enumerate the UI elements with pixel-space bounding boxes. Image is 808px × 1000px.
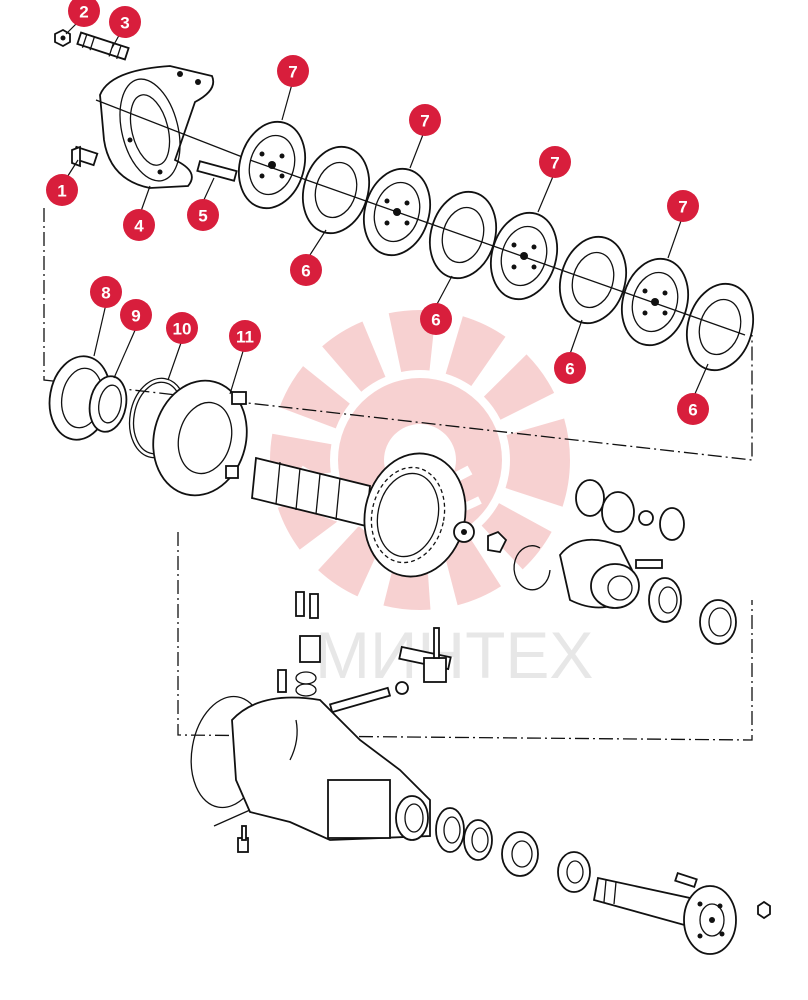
push-rod (328, 681, 409, 714)
lever-bracket (398, 627, 452, 683)
callout-1: 1 (46, 174, 78, 206)
small-gear (487, 530, 508, 553)
mount-bolts (295, 591, 321, 663)
callout-7c-label: 7 (550, 154, 559, 173)
thrust-washer (453, 521, 475, 543)
frame-lower (177, 532, 753, 741)
wheel-stud (674, 871, 698, 889)
callout-6c-label: 6 (565, 360, 574, 379)
retainer-part-9 (88, 375, 128, 433)
brake-housing-part-4 (95, 65, 251, 189)
callout-6b: 6 (420, 303, 452, 335)
planet-carrier (559, 538, 663, 609)
taper-bearing-1 (435, 807, 465, 853)
callout-11: 11 (229, 320, 261, 352)
bearing-race (501, 831, 539, 877)
callout-5-label: 5 (198, 207, 207, 226)
callout-7b-label: 7 (420, 112, 429, 131)
snap-ring (513, 545, 551, 591)
callout-7b: 7 (409, 104, 441, 136)
callout-11-label: 11 (236, 328, 254, 347)
wheel-nut (757, 900, 771, 920)
callout-6d: 6 (677, 393, 709, 425)
callout-7a: 7 (277, 55, 309, 87)
oil-seal-upper (699, 599, 737, 645)
callout-8: 8 (90, 276, 122, 308)
axle-shaft (592, 876, 737, 955)
frame-upper (43, 208, 753, 461)
callout-10: 10 (166, 312, 198, 344)
watermark-gear (270, 310, 570, 610)
callout-6d-label: 6 (688, 401, 697, 420)
callout-10-label: 10 (173, 320, 192, 339)
callout-6c: 6 (554, 352, 586, 384)
friction-disc-3 (490, 211, 558, 301)
callout-6a-label: 6 (301, 262, 310, 281)
callout-1-label: 1 (57, 182, 66, 201)
callout-4: 4 (123, 209, 155, 241)
callout-6b-label: 6 (431, 311, 440, 330)
callout-9: 9 (120, 299, 152, 331)
stud-part-3 (76, 31, 130, 61)
friction-disc-1 (238, 120, 306, 210)
pin-part-5 (196, 160, 238, 182)
separator-plate-4 (686, 282, 754, 372)
callout-7a-label: 7 (288, 63, 297, 82)
callout-6a: 6 (290, 254, 322, 286)
bolt-part-1 (71, 145, 99, 168)
housing-bolt (237, 825, 249, 853)
callout-8-label: 8 (101, 284, 110, 303)
taper-bearing-2 (463, 819, 493, 861)
callout-2-label: 2 (79, 3, 88, 22)
planet-gear-set (575, 479, 685, 541)
callout-3: 3 (109, 6, 141, 38)
roller-bearing-upper (648, 577, 682, 623)
callout-5: 5 (187, 199, 219, 231)
piston-part-11 (152, 379, 248, 497)
oil-seal-lower (557, 851, 591, 893)
callout-7d: 7 (667, 190, 699, 222)
axle-housing (190, 695, 431, 841)
callout-7d-label: 7 (678, 198, 687, 217)
small-bolt-stack (277, 669, 317, 697)
callout-9-label: 9 (131, 307, 140, 326)
watermark-text: МИНТЕХ (315, 618, 593, 692)
callout-2: 2 (68, 0, 100, 27)
callout-4-label: 4 (134, 217, 144, 236)
callout-3-label: 3 (120, 14, 129, 33)
callout-7c: 7 (539, 146, 571, 178)
